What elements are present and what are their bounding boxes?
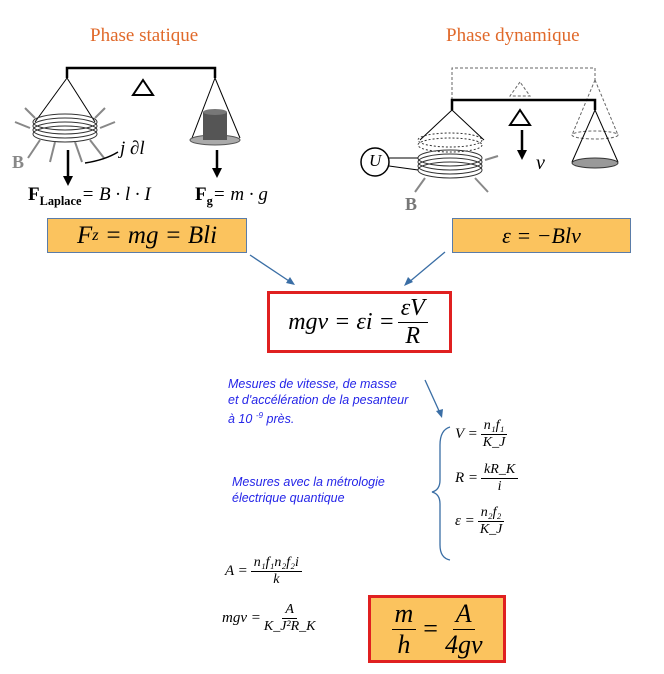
- static-balance: [34, 66, 241, 139]
- velocity-label: v: [536, 152, 545, 174]
- velocity-arrow: [517, 130, 527, 160]
- field-arrows: [14, 107, 116, 163]
- laplace-force-formula: FLaplace= B · l · I: [28, 184, 151, 208]
- heading-static-phase: Phase statique: [90, 25, 199, 46]
- dynamic-balance: [419, 98, 619, 163]
- pan-icon: [571, 157, 619, 169]
- force-arrows: [63, 150, 222, 186]
- heading-dynamic-phase: Phase dynamique: [446, 25, 580, 46]
- moving-coil-icon: [417, 132, 483, 179]
- field-label: B: [12, 152, 25, 172]
- coil-icon: [32, 113, 98, 143]
- field-label-dynamic: B: [405, 194, 418, 214]
- dynamic-equation-box: ε = −Blv: [452, 218, 631, 253]
- dynamic-balance-ghost: [451, 67, 619, 140]
- gravity-force-formula: Fg= m · g: [195, 184, 268, 208]
- brace: [431, 426, 451, 561]
- weight-icon: [189, 109, 241, 146]
- voltmeter-icon: [360, 147, 390, 177]
- field-arrows-dynamic: [414, 155, 499, 193]
- connector-arrows: [249, 251, 446, 418]
- voltage-label: U: [369, 151, 382, 170]
- current-arrow: [84, 151, 119, 164]
- current-element-label: j ∂l: [120, 138, 145, 159]
